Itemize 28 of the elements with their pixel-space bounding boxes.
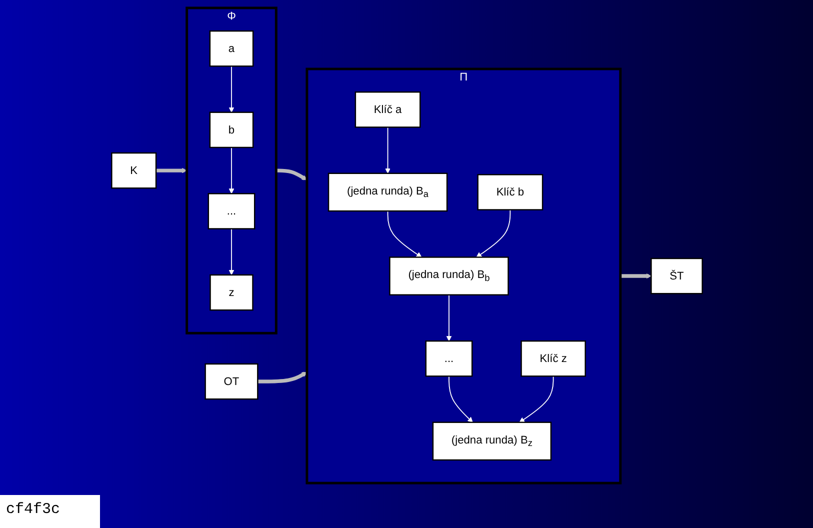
arrow (228, 65, 234, 112)
arrow (446, 294, 452, 341)
node-box: OT (204, 362, 258, 400)
arrow (228, 228, 234, 275)
arrow (518, 375, 554, 422)
node-box: (jedna runda) B$_{b}$ (388, 256, 508, 295)
node-box: K (110, 152, 156, 188)
arrow (620, 272, 651, 278)
arrow (156, 167, 187, 173)
arrow (276, 168, 307, 180)
node-box: (jedna runda) B$_{a}$ (327, 172, 448, 212)
node-box: Klíč b (476, 174, 543, 210)
node-box: ŠT (650, 257, 702, 294)
node-box: Klíč a (354, 90, 420, 128)
node-box: b (208, 111, 254, 148)
arrow (448, 375, 472, 422)
node-box: Klíč z (520, 340, 586, 376)
node-box: (jedna runda) B$_{z}$ (432, 421, 552, 460)
arrow (386, 210, 422, 257)
arrow (476, 208, 510, 257)
arrow (228, 146, 234, 194)
node-box: a (208, 30, 254, 66)
arrow (257, 371, 307, 383)
node-box: z (209, 274, 253, 310)
node-box: ... (424, 340, 472, 376)
node-box: ... (207, 192, 255, 229)
arrow (384, 126, 390, 174)
code-text: cf4f3c (0, 495, 100, 528)
